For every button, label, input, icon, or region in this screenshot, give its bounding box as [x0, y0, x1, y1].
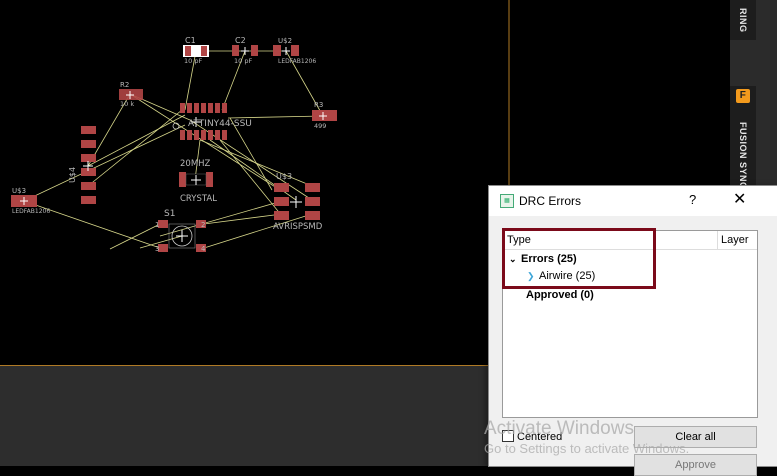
r3-value: 499	[314, 122, 326, 130]
crystal-ref: 20MHZ	[180, 159, 211, 169]
centered-checkbox[interactable]	[502, 430, 514, 442]
c2-ref: C2	[235, 36, 246, 45]
r2-value: 10 k	[120, 100, 134, 108]
tree-column-header: Type Layer	[503, 231, 757, 250]
switch-s1[interactable]: S1 1 2 3 4	[155, 209, 206, 253]
s1-ref: S1	[164, 209, 175, 219]
u3-ref: U$3	[12, 187, 26, 195]
s1-pin4: 4	[201, 245, 206, 253]
errors-label: Errors (25)	[521, 253, 577, 265]
avrisp-value: AVRISPSMD	[273, 222, 323, 232]
c2-value: 10 pF	[234, 57, 252, 65]
c1-ref: C1	[185, 36, 196, 45]
centered-option[interactable]: Centered	[502, 430, 562, 443]
approve-button[interactable]: Approve	[634, 454, 757, 476]
fusion-icon: F	[736, 89, 750, 103]
crystal-value: CRYSTAL	[180, 194, 217, 204]
capacitor-c1[interactable]: C1 10 pF	[183, 36, 209, 65]
clear-all-button[interactable]: Clear all	[634, 426, 757, 448]
c1-value: 10 pF	[184, 57, 202, 65]
column-layer[interactable]: Layer	[721, 234, 749, 246]
u2-value: LEDFAB1206	[278, 58, 316, 65]
approved-label: Approved (0)	[526, 289, 594, 301]
airwire-label: Airwire (25)	[539, 270, 596, 282]
drc-error-tree[interactable]: Type Layer ⌄ Errors (25) ❯ Airwire (25) Ap…	[502, 230, 758, 418]
chevron-down-icon[interactable]: ⌄	[509, 254, 517, 264]
connector-avrisp[interactable]: U$3 AVRISPSMD	[273, 172, 323, 232]
drc-icon: ▦	[500, 194, 514, 208]
s1-pin1: 1	[155, 221, 159, 229]
r2-ref: R2	[120, 81, 129, 89]
resistor-r2[interactable]: R2 10 k	[119, 81, 143, 108]
u2-ref: U$2	[278, 37, 292, 45]
s1-pin3: 3	[155, 245, 159, 253]
dialog-titlebar[interactable]: ▦ DRC Errors ? ✕	[489, 186, 777, 216]
s1-pin2: 2	[201, 221, 205, 229]
chevron-right-icon[interactable]: ❯	[527, 271, 535, 281]
r3-ref: R3	[314, 101, 323, 109]
connector-u4[interactable]: U$4	[68, 126, 96, 204]
led-u3[interactable]: U$3 LEDFAB1206	[11, 187, 50, 215]
avrisp-ref: U$3	[276, 172, 292, 181]
close-button[interactable]: ✕	[733, 191, 747, 208]
centered-label: Centered	[517, 431, 563, 443]
tree-row-errors[interactable]: ⌄ Errors (25)	[509, 253, 577, 265]
help-button[interactable]: ?	[689, 192, 697, 207]
dialog-title: DRC Errors	[519, 194, 581, 208]
tree-row-airwire[interactable]: ❯ Airwire (25)	[527, 270, 595, 282]
led-u2[interactable]: U$2 LEDFAB1206	[273, 37, 316, 65]
annotation-highlight-box	[502, 228, 656, 289]
mcu-value: ATTINY44-SSU	[188, 119, 252, 129]
wiring-tab[interactable]: RING	[730, 0, 756, 40]
u3-value: LEDFAB1206	[12, 208, 50, 215]
capacitor-c2[interactable]: C2 10 pF	[232, 36, 258, 65]
column-divider[interactable]	[717, 231, 718, 249]
column-type[interactable]: Type	[507, 234, 531, 246]
mcu-attiny44[interactable]: ATTINY44-SSU	[172, 103, 252, 140]
fusion-sync-label: FUSION SYNC	[738, 122, 748, 190]
crystal[interactable]: 20MHZ CRYSTAL	[179, 159, 217, 204]
resistor-r3[interactable]: R3 499	[312, 101, 337, 130]
u4-ref: U$4	[68, 167, 77, 183]
tree-row-approved[interactable]: Approved (0)	[526, 289, 594, 301]
